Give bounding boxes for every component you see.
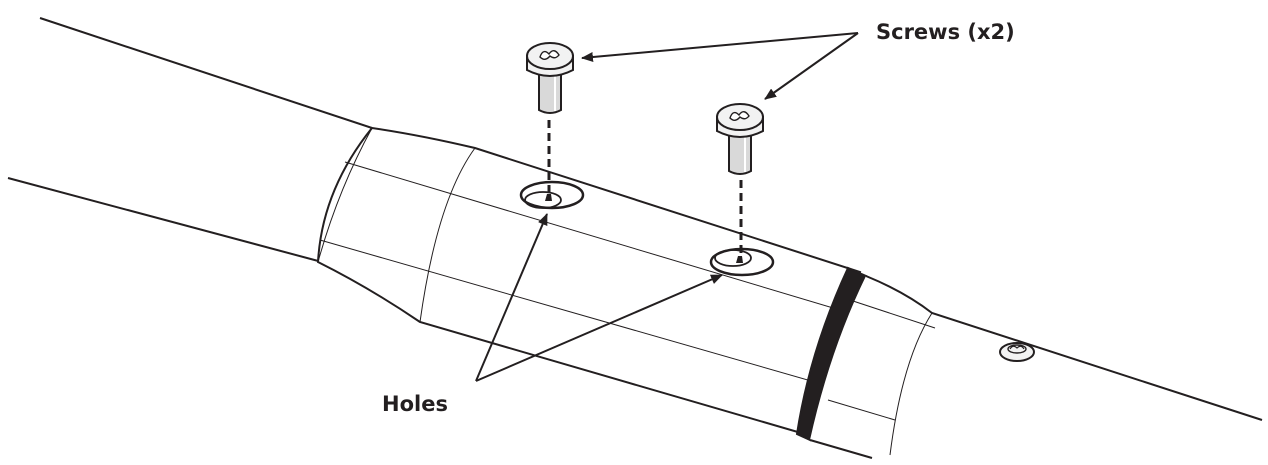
screw-icon (716, 103, 764, 175)
sleeve-facet-lines (317, 127, 881, 396)
right-tube-bottom-edge (809, 439, 873, 459)
tube-assembly (7, 17, 1263, 459)
arrow-icon (475, 32, 859, 382)
left-rod-top-edge (39, 17, 373, 129)
screws-label: Screws (x2) (876, 20, 1015, 44)
screw-icon (526, 42, 574, 114)
right-tube (810, 276, 1262, 458)
coupler-sleeve (316, 126, 862, 437)
screw-icon (999, 342, 1035, 362)
left-rod-bottom-edge (7, 177, 323, 263)
hole-icon (519, 180, 585, 210)
right-tube-top-edge (865, 275, 1263, 421)
left-rod (8, 18, 370, 265)
holes-label: Holes (382, 392, 448, 416)
right-tube-facet-lines (827, 299, 936, 456)
